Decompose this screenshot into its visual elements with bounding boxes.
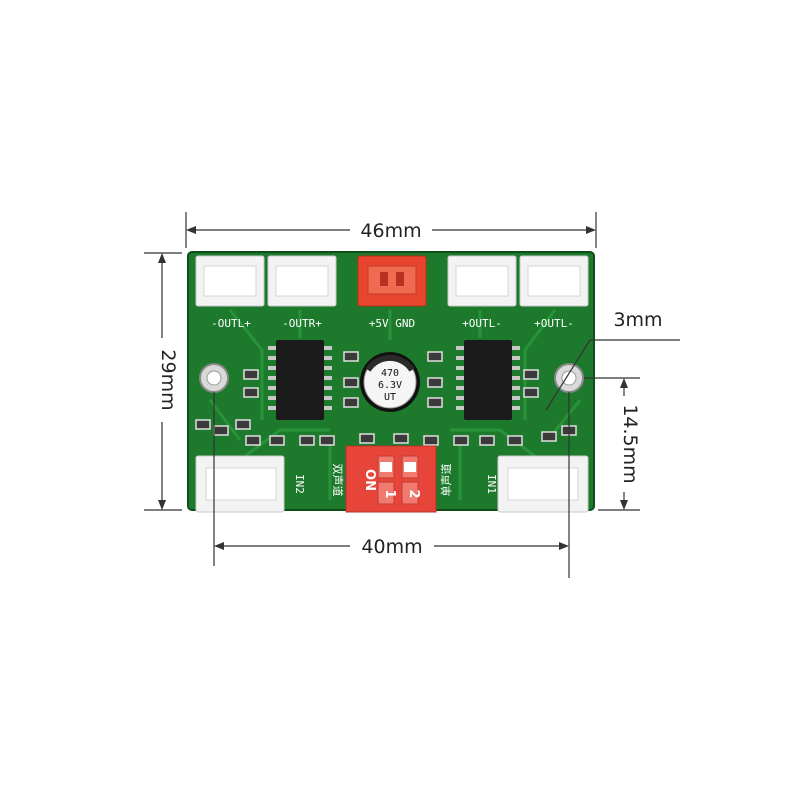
dip-pos-2: 2	[406, 489, 421, 498]
amplifier-chip-right	[456, 340, 520, 420]
dimension-label-width-bottom: 40mm	[361, 536, 422, 558]
label-stereo: 双声道	[331, 464, 345, 497]
dimension-label-hole-offset: 14.5mm	[619, 404, 641, 483]
connector-out-r	[267, 255, 337, 307]
dimension-label-width-top: 46mm	[360, 220, 421, 242]
capacitor-series: UT	[384, 392, 396, 403]
mounting-hole-left	[199, 363, 229, 393]
dimension-hole-offset	[584, 377, 640, 511]
electrolytic-capacitor: 470 6.3V UT	[360, 352, 420, 412]
connector-in1	[497, 455, 589, 513]
dimension-width-top	[185, 212, 597, 248]
dimension-height-left	[144, 252, 182, 511]
label-out-l-pos: +OUTL-	[462, 317, 502, 330]
label-mono: 单声道	[439, 464, 453, 497]
dip-switch: ON 1 2	[345, 445, 437, 513]
dip-on-label: ON	[362, 469, 377, 491]
connector-out-l-right	[519, 255, 589, 307]
amplifier-chip-left	[268, 340, 332, 420]
dimension-label-hole-diameter: 3mm	[613, 309, 662, 331]
connector-in2	[195, 455, 285, 513]
dimension-width-bottom	[213, 392, 570, 578]
connector-out-l-pos	[447, 255, 517, 307]
connector-out-l-neg	[195, 255, 265, 307]
smd-components	[195, 351, 577, 446]
label-in2: IN2	[293, 474, 306, 494]
label-in1: IN1	[485, 474, 498, 494]
label-out-l-right: +OUTL-	[534, 317, 574, 330]
dimension-hole-diameter	[545, 339, 680, 411]
dip-pos-1: 1	[382, 489, 397, 498]
label-out-r: -OUTR+	[282, 317, 322, 330]
capacitor-value: 470	[381, 368, 399, 379]
capacitor-voltage: 6.3V	[378, 380, 402, 391]
label-power: +5V GND	[369, 317, 415, 330]
mounting-hole-right	[554, 363, 584, 393]
dimension-label-height-left: 29mm	[157, 349, 179, 410]
connector-power	[357, 255, 427, 307]
label-out-l-neg: -OUTL+	[211, 317, 251, 330]
